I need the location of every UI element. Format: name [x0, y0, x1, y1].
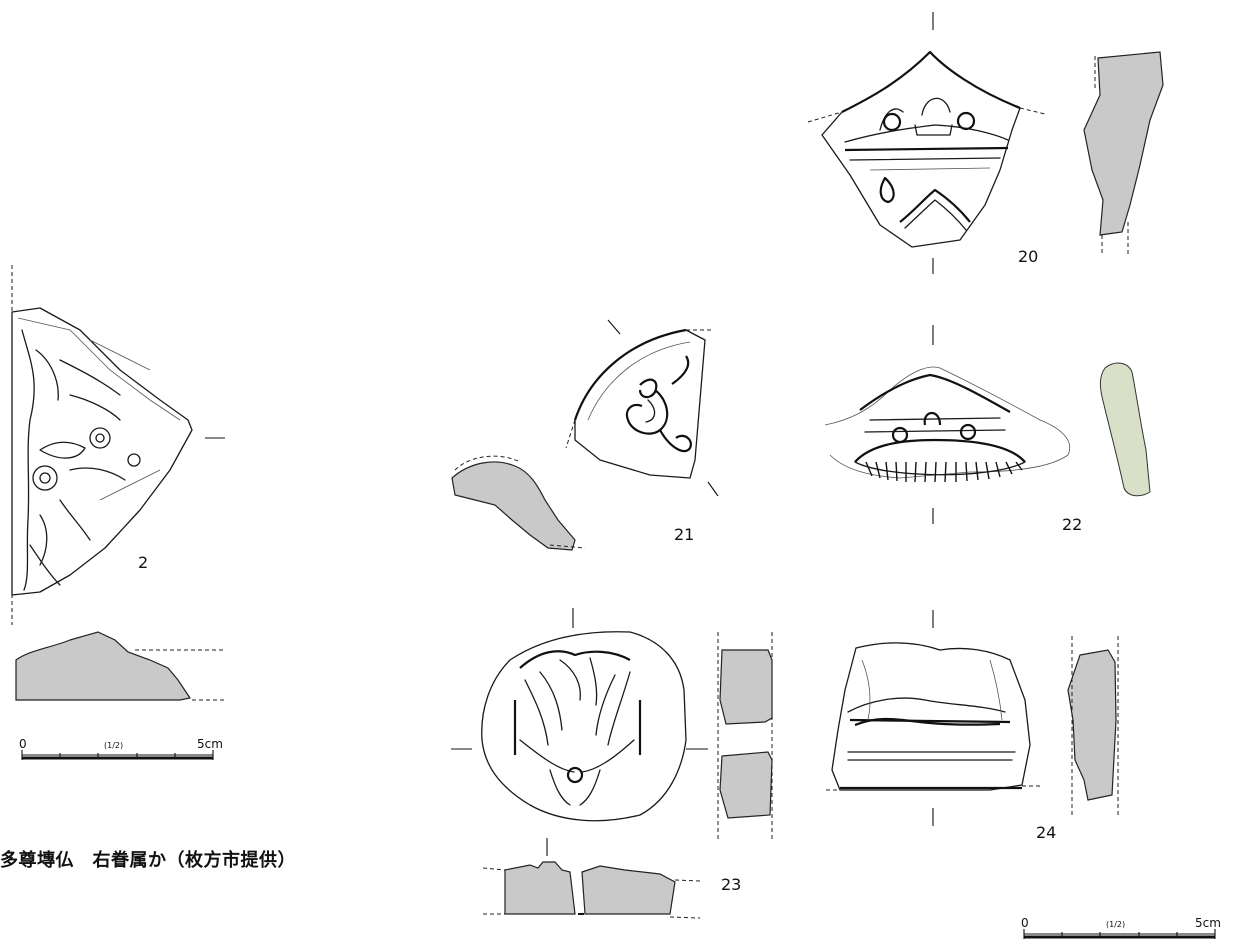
fragment-24-front	[826, 610, 1042, 826]
fragment-2-section	[15, 631, 225, 701]
fragment-23-section-bottom	[482, 861, 701, 919]
figure-label-22: 22	[1062, 515, 1082, 534]
fragment-20-section	[1083, 51, 1164, 255]
fragment-23-section-lower	[719, 751, 773, 819]
figure-label-21: 21	[674, 525, 694, 544]
fragment-2-front	[11, 265, 193, 625]
figure-caption: 多尊塼仏 右眷属か（枚方市提供）	[0, 850, 296, 871]
scale-bar-2	[1023, 929, 1216, 939]
scale-1-start: 0	[19, 737, 27, 751]
figure-label-2: 2	[138, 553, 148, 572]
scale-1-ratio: (1/2)	[104, 741, 123, 750]
fragment-22-front	[824, 325, 1071, 524]
scale-2-start: 0	[1021, 916, 1029, 930]
scale-2-end: 5cm	[1195, 916, 1221, 930]
figure-label-24: 24	[1036, 823, 1056, 842]
fragment-22-fringe	[865, 461, 1023, 483]
scale-2-ratio: (1/2)	[1106, 920, 1125, 929]
fragment-20-front	[807, 12, 1046, 274]
scale-1-end: 5cm	[197, 737, 223, 751]
fragment-24-section	[1067, 636, 1119, 815]
fragment-23-front	[451, 608, 708, 856]
scale-bar-1	[21, 750, 214, 760]
figure-label-23: 23	[721, 875, 741, 894]
fragment-22-section	[1099, 362, 1151, 497]
fragment-23-section-upper	[717, 632, 773, 840]
fragment-21-front	[565, 319, 719, 497]
figure-label-20: 20	[1018, 247, 1038, 266]
fragment-21-section	[451, 455, 586, 551]
